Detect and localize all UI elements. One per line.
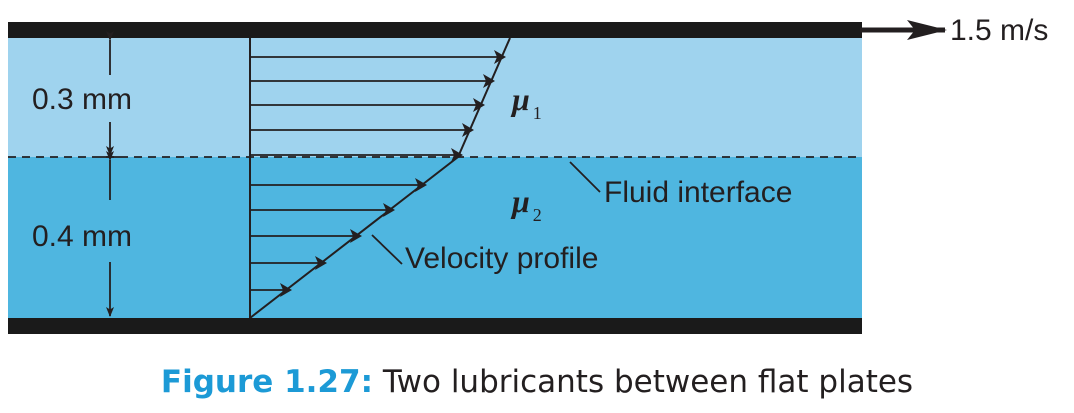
- lower-fluid-layer: [8, 157, 862, 320]
- figure-number: Figure 1.27:: [160, 364, 373, 400]
- upper-thickness-label: 0.3 mm: [32, 83, 132, 116]
- plate-velocity-label: 1.5 m/s: [950, 14, 1048, 47]
- upper-fluid-layer: [8, 36, 862, 157]
- upper-velocity-vectors: [250, 50, 506, 162]
- figure-title: Two lubricants between flat plates: [382, 364, 914, 400]
- top-plate: [8, 22, 862, 38]
- figure-caption: Figure 1.27: Two lubricants between flat…: [0, 362, 1074, 402]
- profile-label: Velocity profile: [405, 242, 598, 275]
- lower-thickness-label: 0.4 mm: [32, 220, 132, 253]
- bottom-plate: [8, 318, 862, 334]
- interface-label: Fluid interface: [604, 176, 792, 209]
- lower-velocity-vectors: [250, 178, 427, 297]
- profile-leader-line: [371, 234, 403, 265]
- interface-leader-line: [569, 161, 601, 193]
